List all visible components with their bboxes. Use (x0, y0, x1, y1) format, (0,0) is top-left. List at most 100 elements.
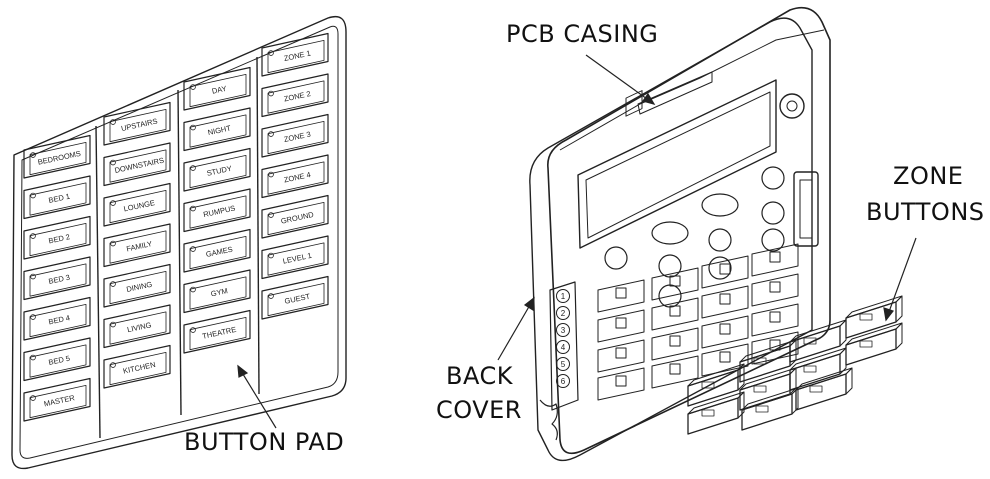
pad-button: STUDY (183, 147, 251, 192)
pad-button-label: LOUNGE (123, 198, 156, 213)
back-cover-number: 3 (556, 323, 570, 337)
pad-button: GYM (183, 269, 251, 314)
back-cover-callout-line1: BACK (446, 362, 513, 390)
pad-button-label: STUDY (206, 164, 233, 178)
pad-button-label: BED 5 (48, 354, 71, 367)
leader-lines (237, 54, 917, 429)
pcb-casing-top-rim (559, 29, 825, 151)
zone-button-cap (739, 339, 797, 383)
pad-button-label: LEVEL 1 (282, 251, 313, 266)
pad-button-label: DINING (125, 280, 153, 294)
back-cover-outline (529, 17, 813, 462)
pcb-casing-callout: PCB CASING (506, 20, 659, 48)
pad-button-label: GUEST (284, 292, 312, 306)
pcb-casing-outline (547, 6, 831, 455)
pcb-switch (597, 309, 645, 343)
button-pad-callout: BUTTON PAD (184, 428, 345, 456)
pad-button: DOWNSTAIRS (103, 142, 171, 187)
pad-button-label: THEATRE (201, 325, 237, 341)
pcb-switch (651, 327, 699, 361)
pcb-switch (751, 273, 799, 307)
pad-button: RUMPUS (183, 188, 251, 233)
pad-button-label: BED 1 (48, 192, 71, 205)
pad-button: DINING (103, 263, 171, 308)
zone-button-cap (687, 363, 745, 407)
pad-button-label: ZONE 3 (283, 130, 311, 144)
pad-button: KITCHEN (103, 344, 171, 389)
button-pad-inner-frame (19, 25, 339, 459)
pad-button: LEVEL 1 (261, 235, 329, 280)
pad-button-label: LIVING (126, 320, 152, 334)
zone-button-cap (687, 391, 745, 435)
button-pad-divider-2 (177, 89, 182, 416)
pcb-switch (651, 297, 699, 331)
pad-button-label: BED 4 (48, 313, 71, 326)
svg-text:1: 1 (561, 292, 566, 301)
svg-text:4: 4 (561, 343, 566, 352)
button-pad-leader (237, 365, 277, 429)
pad-button: LOUNGE (103, 182, 171, 227)
button-pad-drawing: BEDROOMS BED 1 BED 2 BED 3 BED 4 BED 5 MASTER U… (11, 15, 347, 470)
pad-button-label: NIGHT (207, 123, 232, 137)
pcb-top-slot (637, 71, 713, 115)
pcb-switch (651, 355, 699, 389)
pad-button: MASTER (23, 377, 91, 422)
pcb-switch (597, 339, 645, 373)
button-pad-divider-1 (95, 125, 101, 439)
pad-button: BED 5 (23, 337, 91, 382)
zone-buttons-drawing (687, 295, 903, 435)
pad-button-label: RUMPUS (202, 204, 236, 220)
pad-button-label: DAY (211, 84, 227, 96)
pad-button: THEATRE (183, 309, 251, 354)
pad-button: BEDROOMS (23, 134, 91, 179)
pad-button-label: MASTER (43, 393, 76, 408)
zone-button-cap (795, 367, 853, 411)
pad-button-label: GYM (210, 286, 229, 298)
pcb-casing-arrow (642, 92, 656, 105)
pad-button: NIGHT (183, 107, 251, 152)
pad-button-label: BED 2 (48, 232, 71, 245)
svg-text:5: 5 (561, 360, 566, 369)
svg-text:3: 3 (561, 326, 566, 335)
pcb-buzzer (779, 93, 805, 119)
pad-button-label: ZONE 4 (283, 170, 311, 184)
pad-button: UPSTAIRS (103, 101, 171, 146)
pcb-switch (597, 367, 645, 401)
pad-button-label: GROUND (280, 210, 315, 226)
back-cover-left-edge (539, 281, 579, 441)
back-cover-number: 4 (556, 340, 570, 354)
pad-button: DAY (183, 66, 251, 111)
zone-buttons-callout-line2: BUTTONS (866, 198, 985, 226)
zone-button-cap (741, 387, 799, 431)
pad-button: ZONE 3 (261, 113, 329, 158)
zone-buttons-callout-line1: ZONE (893, 162, 964, 190)
svg-text:6: 6 (561, 377, 566, 386)
pad-button-label: BED 3 (48, 273, 71, 286)
pcb-switch-grid (597, 243, 799, 401)
pad-button-label: FAMILY (126, 239, 153, 253)
pad-button: FAMILY (103, 223, 171, 268)
pcb-keys (604, 166, 785, 308)
back-cover-callout-line2: COVER (436, 396, 522, 424)
pcb-casing-leader (585, 54, 655, 105)
pcb-sensor-window-inner (799, 179, 813, 239)
pad-button: GUEST (261, 275, 329, 320)
pad-button-label: KITCHEN (122, 360, 156, 376)
pad-button: LIVING (103, 304, 171, 349)
back-cover-arrow (523, 296, 535, 312)
svg-text:2: 2 (561, 309, 566, 318)
pcb-buzzer-inner (786, 100, 798, 112)
pad-button-label: UPSTAIRS (120, 117, 158, 133)
pad-button: ZONE 1 (261, 32, 329, 77)
pcb-switch (651, 267, 699, 301)
button-pad-outer-frame (11, 15, 347, 470)
lcd-display-frame (577, 79, 777, 249)
pcb-switch (751, 303, 799, 337)
pcb-switch (751, 243, 799, 277)
pcb-top-tab-1 (625, 90, 643, 117)
pcb-switch (701, 315, 749, 349)
back-cover-number: 6 (556, 374, 570, 388)
back-cover-number: 1 (556, 289, 570, 303)
